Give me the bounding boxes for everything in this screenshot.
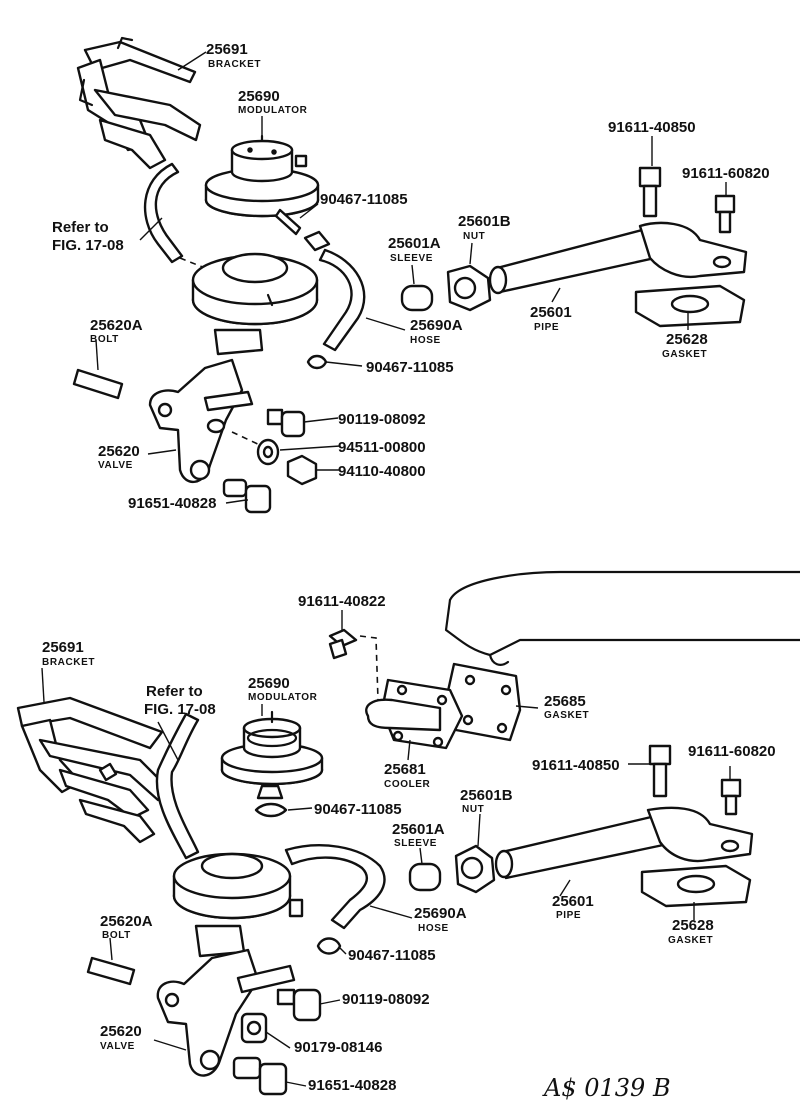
top-valve-name: VALVE xyxy=(98,460,133,471)
top-refer-leader xyxy=(179,257,206,269)
bottom-cooler-number: 25681 xyxy=(384,761,426,778)
top-screw-number: 90119-08092 xyxy=(338,411,426,428)
top-modulator-drawing xyxy=(204,134,320,236)
bottom-bracket-drawing xyxy=(16,696,172,844)
top-refer-line1: Refer to xyxy=(52,219,109,236)
bottom-valve-drawing xyxy=(156,844,386,1077)
top-bolt-name: BOLT xyxy=(90,334,119,345)
top-pipe-bolts-drawing xyxy=(638,166,736,234)
bottom-engine-outline xyxy=(448,570,800,602)
bottom-clamp-upper-number: 90467-11085 xyxy=(314,801,402,818)
bottom-cooler-gasket-number: 25685 xyxy=(544,693,586,710)
bottom-nut-number: 25601B xyxy=(460,787,513,804)
bottom-refer-line1: Refer to xyxy=(146,683,203,700)
bottom-valve-number: 25620 xyxy=(100,1023,142,1040)
top-pipe-name: PIPE xyxy=(534,322,559,333)
bottom-cooler-bolt-leader xyxy=(359,635,379,701)
top-modulator-name: MODULATOR xyxy=(238,105,308,116)
bottom-gasket-number: 25628 xyxy=(672,917,714,934)
top-hose-number: 25690A xyxy=(410,317,463,334)
bottom-modulator-number: 25690 xyxy=(248,675,290,692)
top-refer-hose-drawing xyxy=(143,162,184,264)
top-bolt-number: 25620A xyxy=(90,317,143,334)
bottom-sleeve-nut-drawing xyxy=(408,844,496,894)
bottom-pipe-bolts-drawing xyxy=(648,744,742,816)
bottom-cooler-gasket-drawing xyxy=(444,662,522,742)
bottom-hose-number: 25690A xyxy=(414,905,467,922)
top-pipe-number: 25601 xyxy=(530,304,572,321)
bottom-cooler-bolt-number: 91611-40822 xyxy=(298,593,386,610)
bottom-clamp-lower-drawing xyxy=(316,937,342,955)
bottom-sleeve-number: 25601A xyxy=(392,821,445,838)
top-valve-drawing xyxy=(148,252,319,483)
top-hex-nut-number: 94110-40800 xyxy=(338,463,426,480)
top-bolt-upper-number: 91611-40850 xyxy=(608,119,696,136)
top-clamp-upper-drawing xyxy=(303,230,331,252)
top-sleeve-name: SLEEVE xyxy=(390,253,433,264)
top-sleeve-number: 25601A xyxy=(388,235,441,252)
bottom-bolt-number: 25620A xyxy=(100,913,153,930)
top-gasket-number: 25628 xyxy=(666,331,708,348)
top-clamp-upper-number: 90467-11085 xyxy=(320,191,408,208)
top-sleeve-nut-drawing xyxy=(400,264,492,312)
bottom-bracket-number: 25691 xyxy=(42,639,84,656)
bottom-cooler-name: COOLER xyxy=(384,779,431,790)
bottom-union-bolt-number: 90179-08146 xyxy=(294,1039,382,1056)
top-nut-number: 25601B xyxy=(458,213,511,230)
bottom-flange-bolt-number: 91651-40828 xyxy=(308,1077,396,1094)
top-bracket-name: BRACKET xyxy=(208,59,261,70)
drawing-code-signature: A$ 0139 B xyxy=(542,1074,671,1102)
top-pipe-drawing xyxy=(488,221,748,295)
top-fasteners-drawing xyxy=(222,408,318,514)
bottom-modulator-drawing xyxy=(220,710,324,800)
bottom-bracket-name: BRACKET xyxy=(42,657,95,668)
top-clamp-lower-drawing xyxy=(306,354,328,370)
top-bolt-drawing xyxy=(72,368,124,400)
top-valve-number: 25620 xyxy=(98,443,140,460)
bottom-pipe-number: 25601 xyxy=(552,893,594,910)
bottom-gasket-name: GASKET xyxy=(668,935,713,946)
top-hose-drawing xyxy=(318,248,366,352)
top-hose-name: HOSE xyxy=(410,335,441,346)
top-leader-lines xyxy=(95,51,727,501)
bottom-bolt-right-number: 91611-60820 xyxy=(688,743,776,760)
bottom-clamp-upper-drawing xyxy=(254,802,288,818)
top-flange-bolt-number: 91651-40828 xyxy=(128,495,216,512)
top-bolt-right-number: 91611-60820 xyxy=(682,165,770,182)
bottom-pipe-name: PIPE xyxy=(556,910,581,921)
bottom-modulator-name: MODULATOR xyxy=(248,692,318,703)
top-bracket-number: 25691 xyxy=(206,41,248,58)
bottom-refer-line2: FIG. 17-08 xyxy=(144,701,216,718)
bottom-assembly: 91611-40822 25691 BRACKET Refer to FIG. … xyxy=(16,570,800,1102)
bottom-fasteners-drawing xyxy=(232,988,322,1096)
top-clamp-lower-number: 90467-11085 xyxy=(366,359,454,376)
top-assembly: 25691 BRACKET 25690 MODULATOR 90467-1108… xyxy=(52,36,770,514)
bottom-bolt-upper-number: 91611-40850 xyxy=(532,757,620,774)
top-washer-number: 94511-00800 xyxy=(338,439,426,456)
top-bracket-drawing xyxy=(76,36,202,170)
bottom-nut-name: NUT xyxy=(462,804,484,815)
top-gasket-name: GASKET xyxy=(662,349,707,360)
bottom-cooler-gasket-name: GASKET xyxy=(544,710,589,721)
bottom-pipe-drawing xyxy=(494,806,754,880)
bottom-bolt-drawing xyxy=(86,956,136,986)
top-nut-name: NUT xyxy=(463,231,485,242)
bottom-cooler-drawing xyxy=(365,678,464,750)
bottom-refer-hose-drawing xyxy=(155,712,200,860)
bottom-leader-lines xyxy=(41,610,731,1087)
bottom-clamp-lower-number: 90467-11085 xyxy=(348,947,436,964)
bottom-screw-number: 90119-08092 xyxy=(342,991,430,1008)
bottom-sleeve-name: SLEEVE xyxy=(394,838,437,849)
top-modulator-number: 25690 xyxy=(238,88,280,105)
bottom-bolt-name: BOLT xyxy=(102,930,131,941)
bottom-valve-name: VALVE xyxy=(100,1041,135,1052)
bottom-hose-name: HOSE xyxy=(418,923,449,934)
top-refer-line2: FIG. 17-08 xyxy=(52,237,124,254)
